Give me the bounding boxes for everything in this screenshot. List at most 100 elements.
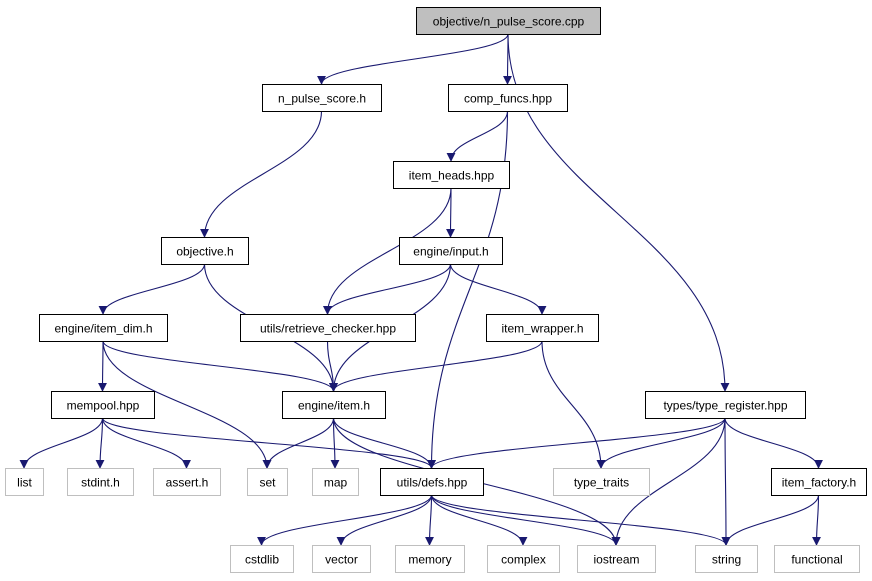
node-label: comp_funcs.hpp <box>464 92 552 106</box>
edge-types-type-register-hpp-to-utils-defs-hpp <box>427 417 726 469</box>
node-box <box>67 468 134 496</box>
node-box <box>5 468 44 496</box>
node-box <box>39 314 168 342</box>
edge-utils-defs-hpp-to-vector <box>336 494 433 546</box>
node-label: utils/defs.hpp <box>397 476 468 490</box>
edge-engine-item-h-to-map <box>330 417 340 469</box>
node-n-pulse-score-h[interactable]: n_pulse_score.h <box>262 84 382 112</box>
node-utils-retrieve-checker-hpp[interactable]: utils/retrieve_checker.hpp <box>240 314 416 342</box>
edge-types-type-register-hpp-to-string <box>721 417 731 546</box>
node-label: types/type_register.hpp <box>663 399 787 413</box>
edge-utils-defs-hpp-to-string <box>430 494 731 546</box>
node-box <box>645 391 806 419</box>
edge-utils-defs-hpp-to-complex <box>430 494 528 546</box>
edge-types-type-register-hpp-to-type-traits <box>596 417 726 469</box>
edge-item-factory-h-to-string <box>721 494 820 546</box>
node-box <box>771 468 867 496</box>
node-functional: functional <box>774 545 860 573</box>
node-box <box>153 468 221 496</box>
node-box <box>240 314 416 342</box>
edge-utils-defs-hpp-to-iostream <box>430 494 621 546</box>
node-box <box>380 468 484 496</box>
node-label: list <box>17 476 32 490</box>
node-label: item_heads.hpp <box>409 169 495 183</box>
node-box <box>487 545 560 573</box>
node-label: complex <box>501 553 546 567</box>
node-label: engine/item.h <box>298 399 370 413</box>
edge-engine-item-dim-h-to-engine-item-h <box>102 340 338 392</box>
node-types-type-register-hpp[interactable]: types/type_register.hpp <box>645 391 806 419</box>
node-label: memory <box>408 553 451 567</box>
node-label: string <box>712 553 741 567</box>
node-stdint-h: stdint.h <box>67 468 134 496</box>
node-label: item_factory.h <box>782 476 856 490</box>
edge-types-type-register-hpp-to-item-factory-h <box>724 417 823 469</box>
node-utils-defs-hpp[interactable]: utils/defs.hpp <box>380 468 484 496</box>
node-box <box>486 314 599 342</box>
node-string: string <box>695 545 758 573</box>
node-item-wrapper-h[interactable]: item_wrapper.h <box>486 314 599 342</box>
node-item-factory-h[interactable]: item_factory.h <box>771 468 867 496</box>
node-engine-item-h[interactable]: engine/item.h <box>282 391 386 419</box>
node-label: stdint.h <box>81 476 120 490</box>
node-list: list <box>5 468 44 496</box>
node-label: map <box>324 476 348 490</box>
edge-item-wrapper-h-to-engine-item-h <box>329 340 543 392</box>
edge-item-heads-hpp-to-utils-retrieve-checker-hpp <box>323 187 452 315</box>
node-assert-h: assert.h <box>153 468 221 496</box>
node-map: map <box>312 468 359 496</box>
node-label: vector <box>325 553 358 567</box>
edge-engine-input-h-to-item-wrapper-h <box>449 263 547 315</box>
node-box <box>774 545 860 573</box>
edge-utils-defs-hpp-to-memory <box>425 494 435 546</box>
node-label: n_pulse_score.h <box>278 92 366 106</box>
node-label: engine/input.h <box>413 245 488 259</box>
node-box <box>393 161 510 189</box>
node-box <box>51 391 155 419</box>
edge-comp-funcs-hpp-to-item-heads-hpp <box>446 110 509 162</box>
node-set: set <box>247 468 288 496</box>
node-label: objective/n_pulse_score.cpp <box>433 15 585 29</box>
node-label: functional <box>791 553 842 567</box>
edge-engine-item-dim-h-to-set <box>102 340 272 469</box>
edge-engine-item-dim-h-to-mempool-hpp <box>98 340 108 392</box>
node-box <box>262 84 382 112</box>
node-label: engine/item_dim.h <box>54 322 152 336</box>
edge-item-wrapper-h-to-type-traits <box>541 340 606 469</box>
node-comp-funcs-hpp[interactable]: comp_funcs.hpp <box>448 84 568 112</box>
node-label: type_traits <box>574 476 629 490</box>
node-label: iostream <box>593 553 639 567</box>
node-box <box>553 468 650 496</box>
node-type-traits: type_traits <box>553 468 650 496</box>
node-mempool-hpp[interactable]: mempool.hpp <box>51 391 155 419</box>
node-box <box>395 545 465 573</box>
node-label: assert.h <box>166 476 209 490</box>
node-memory: memory <box>395 545 465 573</box>
node-box <box>230 545 294 573</box>
nodes-layer: objective/n_pulse_score.cpp n_pulse_score… <box>5 7 867 573</box>
edge-engine-item-h-to-set <box>262 417 335 469</box>
edge-item-factory-h-to-functional <box>812 494 822 546</box>
node-iostream: iostream <box>577 545 656 573</box>
node-label: item_wrapper.h <box>501 322 583 336</box>
node-complex: complex <box>487 545 560 573</box>
edge-utils-defs-hpp-to-cstdlib <box>257 494 433 546</box>
node-box <box>416 7 601 35</box>
node-label: mempool.hpp <box>67 399 140 413</box>
edge-mempool-hpp-to-list <box>19 417 104 469</box>
edge-mempool-hpp-to-assert-h <box>101 417 191 469</box>
node-engine-item-dim-h[interactable]: engine/item_dim.h <box>39 314 168 342</box>
edge-mempool-hpp-to-stdint-h <box>95 417 105 469</box>
node-engine-input-h[interactable]: engine/input.h <box>399 237 503 265</box>
edge-types-type-register-hpp-to-iostream <box>611 417 726 546</box>
edge-n-pulse-score-h-to-objective-h <box>200 110 323 238</box>
node-root[interactable]: objective/n_pulse_score.cpp <box>416 7 601 35</box>
node-label: set <box>259 476 276 490</box>
node-cstdlib: cstdlib <box>230 545 294 573</box>
node-objective-h[interactable]: objective.h <box>161 237 249 265</box>
node-box <box>695 545 758 573</box>
node-item-heads-hpp[interactable]: item_heads.hpp <box>393 161 510 189</box>
node-box <box>312 545 371 573</box>
edge-engine-input-h-to-utils-retrieve-checker-hpp <box>323 263 452 315</box>
